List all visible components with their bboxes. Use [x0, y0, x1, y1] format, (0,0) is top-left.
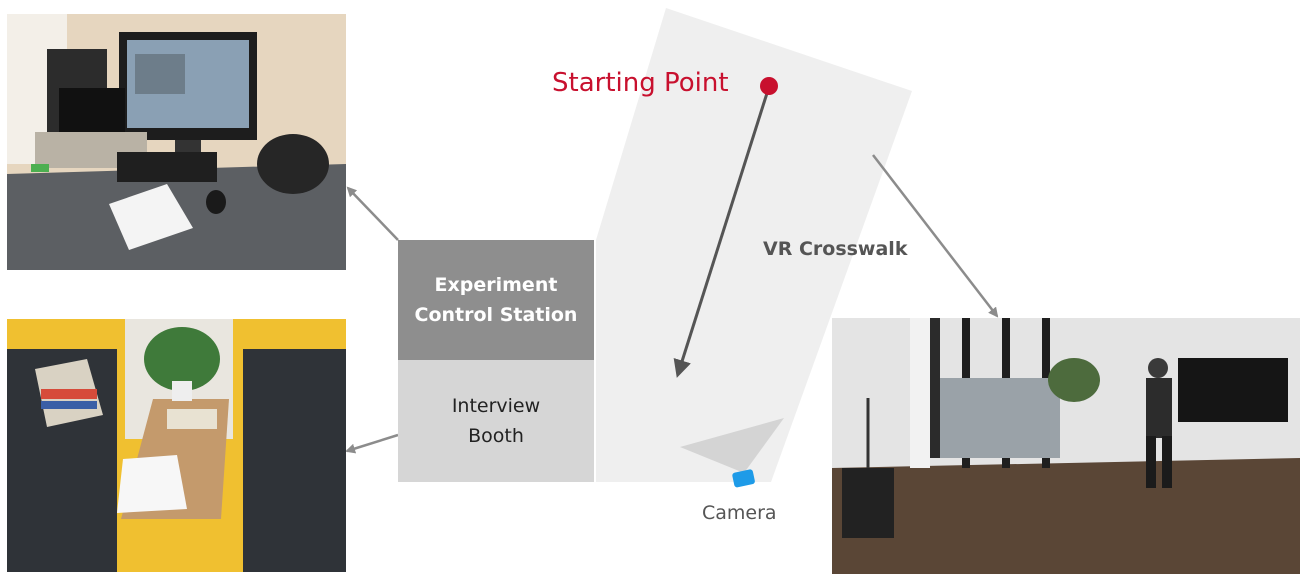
camera-view-cone	[680, 418, 784, 473]
interview-booth-label: Interview Booth	[451, 395, 541, 447]
camera-icon	[732, 469, 755, 488]
starting-point-label: Starting Point	[552, 68, 729, 98]
control-station-label: Experiment Control Station	[414, 274, 578, 326]
camera-label: Camera	[702, 502, 777, 524]
vr-room-photo	[832, 318, 1300, 574]
experiment-control-station-box: Experiment Control Station	[398, 240, 594, 360]
arrow-to-control-desk-photo	[346, 186, 399, 241]
walking-path-arrow	[673, 89, 770, 378]
interview-booth-photo	[7, 319, 346, 572]
control-desk-photo	[7, 14, 346, 270]
interview-booth-box: Interview Booth	[398, 360, 594, 482]
arrow-to-interview-photo	[345, 433, 399, 454]
arrow-to-vr-room-photo	[872, 154, 999, 318]
starting-point-dot	[760, 77, 778, 95]
vr-crosswalk-label: VR Crosswalk	[763, 238, 908, 260]
